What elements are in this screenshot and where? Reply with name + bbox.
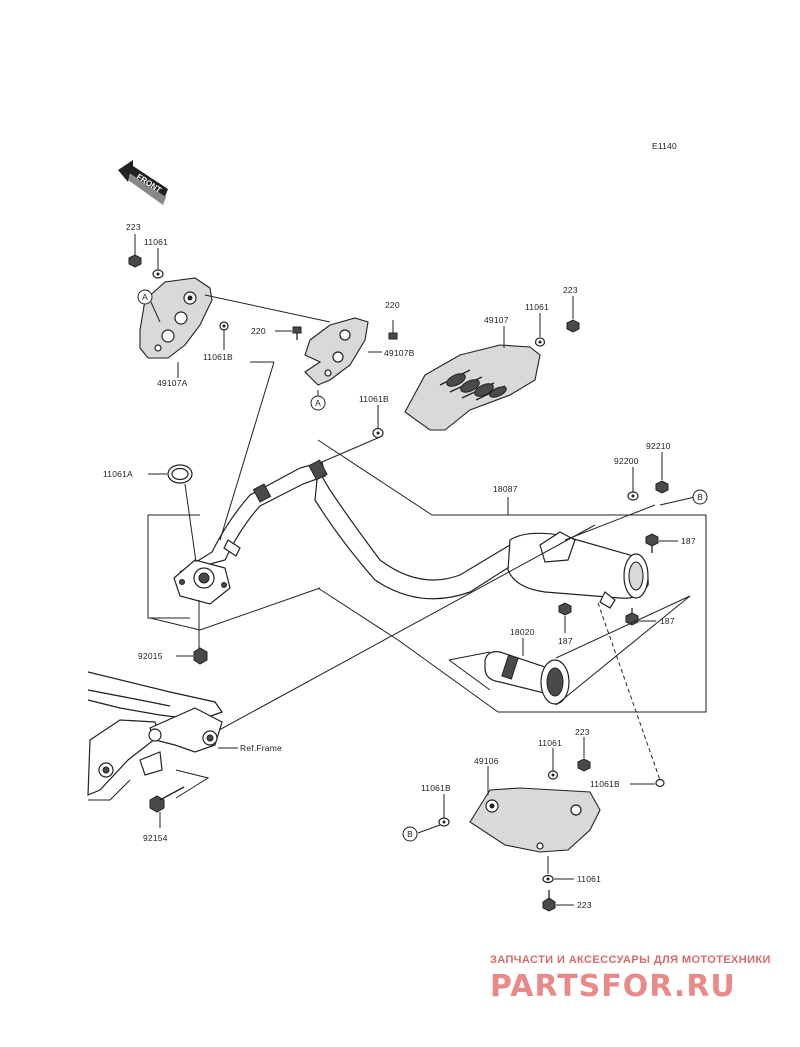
label-11061-b: 11061 bbox=[525, 302, 549, 312]
washer-11061-c bbox=[547, 770, 559, 780]
washer-11061B-a bbox=[219, 321, 229, 331]
washer-11061B-d bbox=[655, 778, 665, 788]
callout-B-top: B bbox=[692, 489, 708, 505]
svg-text:A: A bbox=[142, 292, 148, 302]
bolt-223-a bbox=[128, 254, 142, 268]
screw-220-b bbox=[388, 320, 398, 340]
washer-92200 bbox=[627, 491, 639, 501]
heat-guard-49106 bbox=[469, 787, 601, 853]
washer-11061-d bbox=[542, 874, 554, 884]
label-18020: 18020 bbox=[510, 627, 535, 637]
silencer-insert-18020 bbox=[448, 595, 691, 706]
heat-guard-49107B bbox=[304, 317, 369, 386]
label-187-b: 187 bbox=[660, 616, 675, 626]
label-223-a: 223 bbox=[126, 222, 141, 232]
front-arrow-icon: FRONT bbox=[118, 160, 168, 205]
washer-11061B-b bbox=[372, 427, 384, 439]
label-11061A: 11061A bbox=[103, 469, 133, 479]
label-11061-d: 11061 bbox=[577, 874, 601, 884]
washer-11061-b bbox=[534, 337, 546, 347]
frame-section bbox=[87, 671, 224, 801]
washer-11061-a bbox=[152, 269, 164, 279]
label-92154: 92154 bbox=[143, 833, 168, 843]
gasket-11061A bbox=[167, 464, 193, 484]
washer-11061B-c bbox=[438, 817, 450, 827]
label-49107A: 49107A bbox=[157, 378, 188, 388]
svg-text:B: B bbox=[697, 492, 703, 502]
label-49107: 49107 bbox=[484, 315, 509, 325]
svg-text:A: A bbox=[315, 398, 321, 408]
label-11061-c: 11061 bbox=[538, 738, 562, 748]
label-11061B-c: 11061B bbox=[421, 783, 451, 793]
watermark-tagline: ЗАПЧАСТИ И АКСЕССУАРЫ ДЛЯ МОТОТЕХНИКИ bbox=[490, 954, 771, 966]
label-11061-a: 11061 bbox=[144, 237, 168, 247]
svg-text:B: B bbox=[407, 829, 413, 839]
label-ref-frame: Ref.Frame bbox=[240, 743, 282, 753]
bolt-187-b bbox=[625, 608, 639, 626]
label-223-d: 223 bbox=[577, 900, 592, 910]
watermark-logo: PARTSFOR.RU bbox=[490, 969, 736, 1004]
callout-B-bottom: B bbox=[402, 826, 418, 842]
label-223-b: 223 bbox=[563, 285, 578, 295]
bolt-92154 bbox=[149, 786, 185, 813]
diagram-code: E1140 bbox=[652, 141, 677, 151]
exhaust-pipe bbox=[179, 459, 521, 600]
bolt-223-b bbox=[566, 319, 580, 333]
callout-A-left: A bbox=[137, 289, 153, 305]
heat-guard-49107 bbox=[404, 344, 541, 431]
label-92210: 92210 bbox=[646, 441, 671, 451]
exhaust-flange bbox=[173, 559, 231, 605]
label-11061B-b: 11061B bbox=[203, 352, 233, 362]
label-11061B-a: 11061B bbox=[359, 394, 389, 404]
muffler bbox=[507, 531, 649, 609]
screw-220-a bbox=[292, 326, 302, 340]
bolt-187-a bbox=[645, 533, 659, 553]
callout-A-center: A bbox=[310, 395, 326, 411]
label-220-b: 220 bbox=[385, 300, 400, 310]
bolt-223-c bbox=[577, 758, 591, 772]
label-92200: 92200 bbox=[614, 456, 639, 466]
label-92015: 92015 bbox=[138, 651, 163, 661]
label-11061B-d: 11061B bbox=[590, 779, 620, 789]
label-49107B: 49107B bbox=[384, 348, 415, 358]
bolt-187-c bbox=[558, 602, 572, 616]
label-220-a: 220 bbox=[251, 326, 266, 336]
bolt-223-d bbox=[542, 890, 556, 912]
label-223-c: 223 bbox=[575, 727, 590, 737]
nut-92210 bbox=[655, 480, 669, 494]
nut-92015 bbox=[193, 647, 208, 665]
label-18087: 18087 bbox=[493, 484, 518, 494]
label-187-c: 187 bbox=[558, 636, 573, 646]
heat-guard-49107A bbox=[139, 277, 213, 359]
label-49106: 49106 bbox=[474, 756, 499, 766]
label-187-a: 187 bbox=[681, 536, 696, 546]
